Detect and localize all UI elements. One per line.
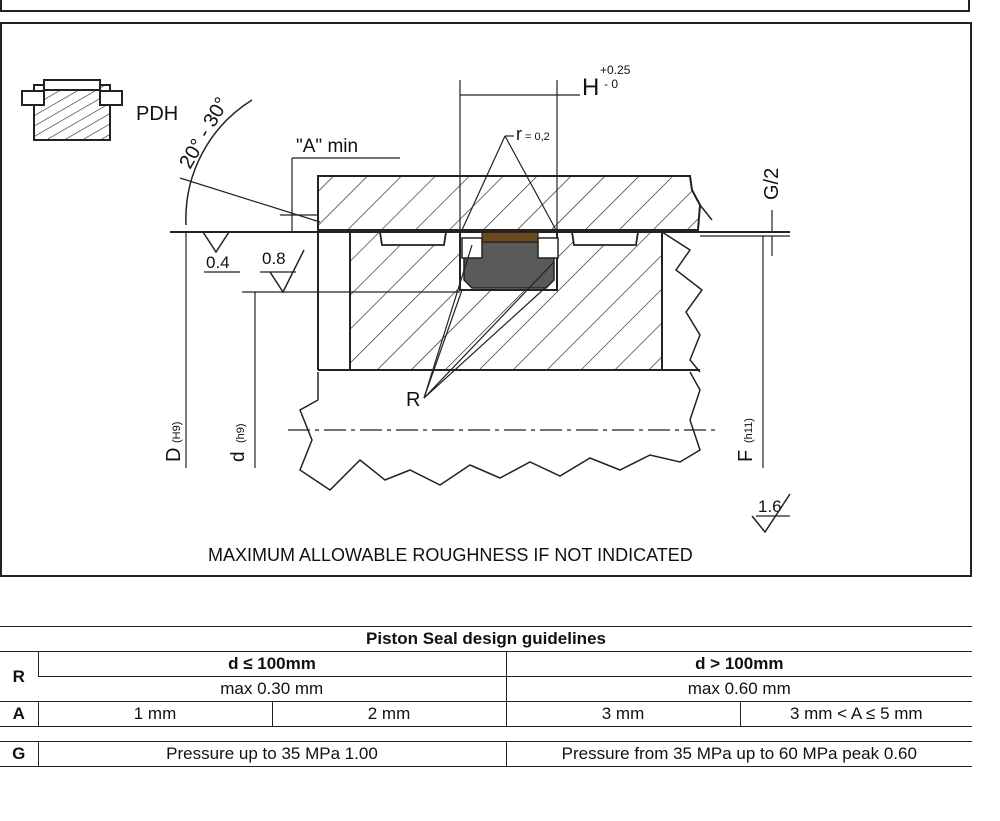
table-spacer — [0, 726, 973, 742]
profile-label: PDH — [136, 103, 178, 125]
a-row-header: A — [0, 701, 38, 727]
profile-pdh-icon — [21, 79, 123, 141]
h-label: H — [582, 74, 599, 101]
break-line-top — [699, 204, 713, 221]
table-title: Piston Seal design guidelines — [0, 626, 973, 652]
angle-arc — [185, 99, 253, 226]
r-large-value: max 0.60 mm — [505, 676, 973, 702]
d-small-tolerance: (h9) — [235, 423, 247, 443]
guidelines-table: Piston Seal design guidelines R d ≤ 100m… — [0, 626, 973, 767]
a-value-2: 2 mm — [271, 701, 506, 727]
big-r-leader-1 — [423, 244, 473, 399]
top-frame — [0, 0, 970, 12]
seal-left-ring — [461, 237, 483, 259]
g-half-label: G/2 — [761, 168, 783, 200]
g-large-value: Pressure from 35 MPa up to 60 MPa peak 0… — [505, 741, 973, 767]
h-tolerance-upper: +0.25 — [600, 63, 631, 77]
g-small-value: Pressure up to 35 MPa 1.00 — [37, 741, 506, 767]
rod-break-line — [299, 371, 701, 491]
large-d-header: d > 100mm — [505, 651, 973, 677]
angle-label: 20° - 30° — [175, 94, 233, 173]
guide-ring-right — [570, 231, 640, 246]
roughness-16-label: 1.6 — [758, 497, 782, 516]
r-leader-left — [461, 135, 506, 231]
housing-body — [317, 175, 702, 231]
small-d-header: d ≤ 100mm — [37, 651, 506, 677]
a-value-3: 3 mm — [505, 701, 740, 727]
seal-cap — [481, 231, 539, 243]
break-line-right — [661, 231, 704, 373]
h-tolerance-lower: - 0 — [604, 77, 618, 91]
a-min-label: "A" min — [296, 136, 358, 157]
roughness-08-label: 0.8 — [262, 249, 286, 268]
drawing-frame — [0, 22, 972, 577]
guide-ring-left — [378, 231, 448, 246]
d-big-tolerance: (H9) — [171, 422, 183, 443]
r-small-sub: = 0,2 — [525, 131, 550, 143]
footer-note: MAXIMUM ALLOWABLE ROUGHNESS IF NOT INDIC… — [208, 545, 693, 565]
big-r-leader-4 — [423, 289, 463, 399]
big-r-leader-2 — [423, 261, 555, 399]
r-leader-right — [504, 135, 557, 231]
roughness-16-symbol — [751, 493, 791, 534]
big-r-leader-3 — [423, 287, 546, 399]
r-row-header: R — [0, 651, 38, 702]
f-tolerance: (h11) — [743, 418, 755, 443]
a-value-1: 1 mm — [37, 701, 272, 727]
roughness-04-label: 0.4 — [206, 253, 230, 272]
a-value-4: 3 mm < A ≤ 5 mm — [739, 701, 973, 727]
seal-right-ring — [537, 237, 559, 259]
big-r-label: R — [406, 389, 420, 411]
r-small-label: r — [516, 124, 522, 144]
roughness-04-symbol — [202, 231, 230, 254]
d-small-label: d — [228, 451, 249, 462]
g-row-header: G — [0, 741, 38, 767]
d-big-label: D — [163, 448, 185, 462]
f-label: F — [735, 450, 757, 462]
r-small-value: max 0.30 mm — [38, 676, 506, 702]
seal-drawing: PDH 20° - 30° H +0.25 - 0 r = 0,2 "A" mi… — [21, 63, 791, 565]
